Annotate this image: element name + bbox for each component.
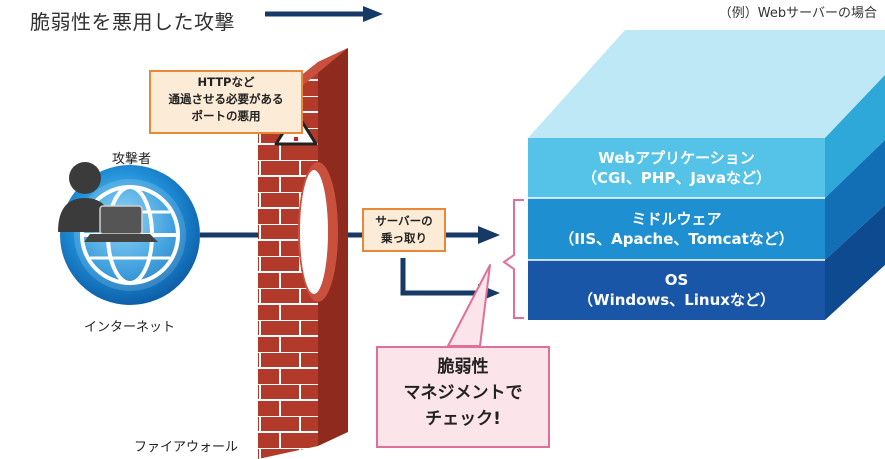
attack-line-lower bbox=[400, 258, 480, 296]
check-callout-line: マネジメントで bbox=[403, 383, 523, 403]
title-arrow bbox=[265, 6, 383, 22]
hijack-callout: サーバーの 乗っ取り bbox=[362, 208, 446, 252]
layer-examples: （Windows、Linuxなど） bbox=[578, 291, 775, 309]
port-callout-line: ポートの悪用 bbox=[191, 109, 261, 123]
layer-title: Webアプリケーション bbox=[598, 149, 755, 167]
layer-middleware: ミドルウェア （IIS、Apache、Tomcatなど） bbox=[528, 209, 825, 249]
port-callout-line: HTTPなど bbox=[197, 75, 255, 89]
layer-examples: （CGI、PHP、Javaなど） bbox=[581, 169, 772, 187]
layer-examples: （IIS、Apache、Tomcatなど） bbox=[559, 230, 794, 248]
server-stack bbox=[528, 30, 885, 320]
layer-title: ミドルウェア bbox=[631, 210, 722, 228]
check-callout-line: 脆弱性 bbox=[437, 357, 489, 377]
firewall-label: ファイアウォール bbox=[134, 440, 239, 455]
page-title: 脆弱性を悪用した攻撃 bbox=[30, 10, 235, 34]
port-callout-line: 通過させる必要がある bbox=[168, 92, 284, 106]
attacker-label: 攻撃者 bbox=[112, 152, 152, 167]
server-brace bbox=[502, 199, 524, 319]
layer-web-application: Webアプリケーション （CGI、PHP、Javaなど） bbox=[528, 148, 825, 188]
port-abuse-callout: HTTPなど 通過させる必要がある ポートの悪用 bbox=[149, 70, 303, 134]
internet-label: インターネット bbox=[84, 320, 176, 335]
check-callout-pointer bbox=[447, 264, 491, 347]
firewall bbox=[258, 48, 348, 459]
layer-title: OS bbox=[664, 271, 689, 289]
hijack-callout-line: サーバーの bbox=[375, 214, 433, 228]
attacker-icon bbox=[58, 162, 158, 242]
attack-arrow-head bbox=[478, 226, 500, 244]
hijack-callout-line: 乗っ取り bbox=[381, 231, 427, 245]
check-callout-line: チェック! bbox=[425, 409, 501, 429]
check-callout: 脆弱性 マネジメントで チェック! bbox=[376, 346, 550, 448]
example-note: （例）Webサーバーの場合 bbox=[718, 6, 877, 21]
layer-os: OS （Windows、Linuxなど） bbox=[528, 270, 825, 310]
